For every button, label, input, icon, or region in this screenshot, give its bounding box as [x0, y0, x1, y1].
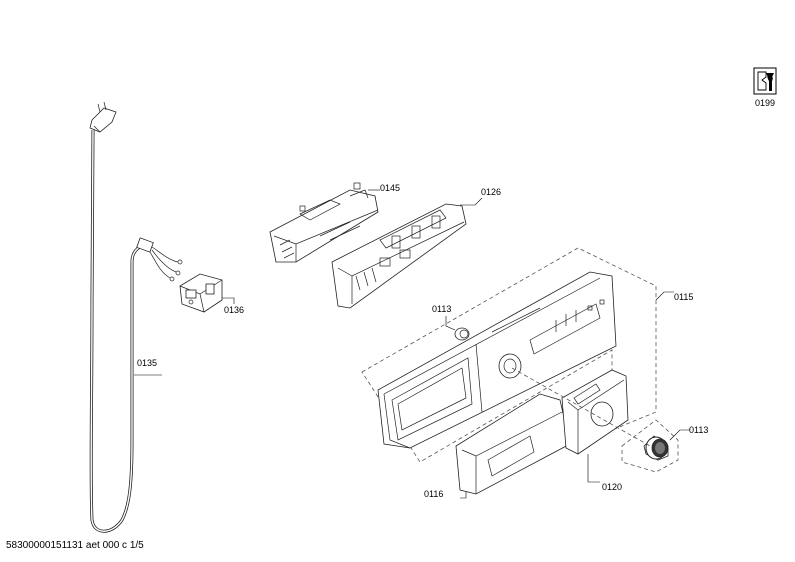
part-label-0145: 0145 [380, 183, 400, 193]
control-module [269, 182, 379, 263]
button-cap-small [454, 327, 470, 341]
suppression-filter [179, 273, 223, 313]
part-label-0115: 0115 [674, 292, 693, 302]
part-label-0113-left: 0113 [432, 304, 451, 314]
group-boundary-panel [361, 247, 657, 463]
wrench-manual-icon [753, 67, 777, 95]
assembly-axis [511, 367, 651, 447]
document-footer-code: 58300000151131 aet 000 c 1/5 [6, 540, 144, 551]
part-label-0126: 0126 [481, 187, 501, 197]
power-cord [89, 101, 183, 533]
rotary-knob [643, 435, 669, 461]
part-label-0136: 0136 [224, 305, 244, 315]
part-label-0199: 0199 [755, 98, 775, 108]
knob-escutcheon [561, 369, 629, 455]
pcb-carrier [331, 203, 467, 309]
part-label-0135: 0135 [137, 358, 157, 368]
part-label-0116: 0116 [424, 489, 443, 499]
part-label-0120: 0120 [602, 482, 622, 492]
group-boundary-knob [621, 419, 679, 473]
part-label-0113-right: 0113 [689, 425, 708, 435]
fascia-panel [377, 271, 617, 449]
